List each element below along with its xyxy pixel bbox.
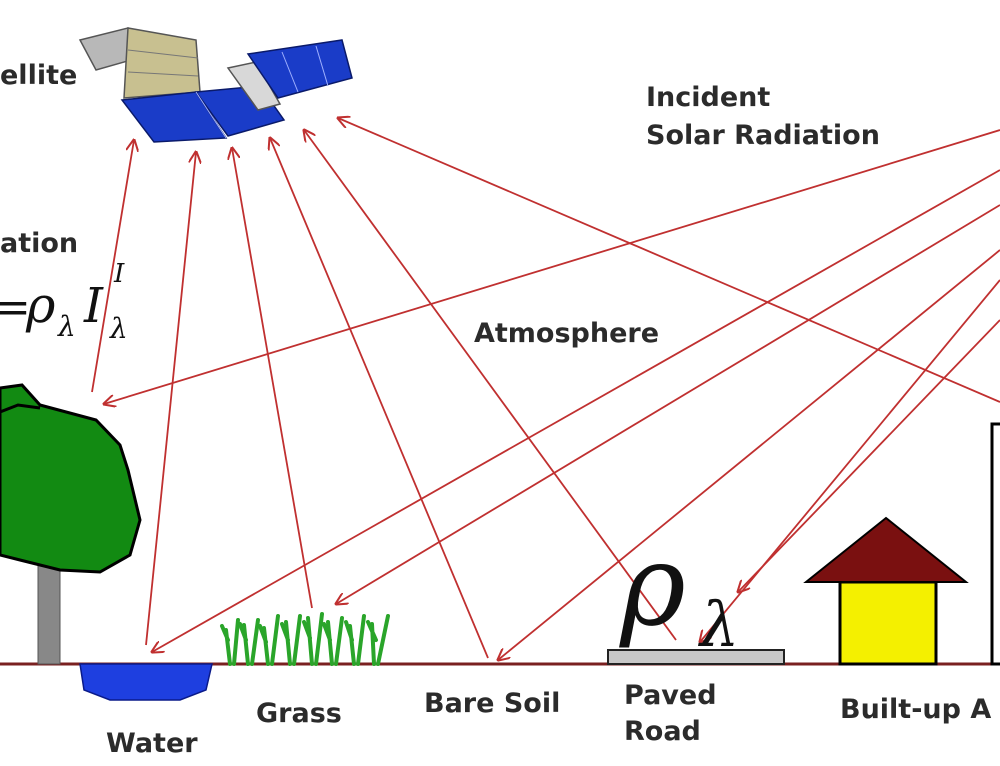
bare-soil-label: Bare Soil — [424, 688, 560, 719]
reflected-arrow-tree — [91, 140, 134, 393]
grass-label: Grass — [256, 698, 342, 729]
reflected-arrow-water — [145, 152, 196, 646]
reflected-arrow-soil — [270, 138, 489, 659]
road-lambda: λ — [697, 588, 739, 661]
reflected-arrow-grass — [232, 148, 313, 609]
satellite-icon — [78, 27, 353, 143]
incident-arrow-water — [152, 169, 1000, 652]
incident-label-line1: Incident — [646, 82, 770, 113]
equation-I-subscript: λ — [109, 312, 128, 345]
paved-road-label-line1: Paved — [624, 680, 717, 711]
equation-I: I — [83, 278, 104, 334]
incident-arrow-soil — [498, 249, 1000, 660]
incident-arrows — [104, 129, 1000, 660]
reflected-arrows — [91, 118, 1000, 659]
satellite-label: ellite — [0, 60, 77, 91]
building-icon — [990, 422, 1000, 666]
equation-I-superscript: I — [113, 259, 125, 289]
water-label: Water — [106, 728, 198, 759]
built-up-label: Built-up A — [840, 694, 991, 725]
grass-icon — [220, 612, 390, 666]
road-reflectance-symbol: ρ λ — [619, 521, 739, 661]
incident-arrow-tree — [104, 129, 1000, 404]
equation-rho-subscript: λ — [57, 310, 76, 343]
reflected-arrow-building — [338, 118, 1000, 403]
house-icon — [803, 516, 969, 666]
equation-equals: = — [0, 282, 31, 333]
tree-icon — [0, 383, 142, 665]
road-rho: ρ — [619, 521, 686, 651]
reflected-radiation-equation: = ρ λ I I λ — [0, 259, 128, 345]
paved-road-icon — [607, 649, 785, 665]
incident-arrow-house — [738, 319, 1000, 592]
reflected-arrow-road — [304, 130, 677, 641]
atmosphere-label: Atmosphere — [474, 318, 659, 349]
water-icon — [79, 663, 213, 701]
equation-rho: ρ — [25, 276, 56, 334]
incident-label-line2: Solar Radiation — [646, 120, 880, 151]
reflected-label: ation — [0, 228, 78, 259]
paved-road-label-line2: Road — [624, 716, 701, 747]
incident-arrow-grass — [336, 204, 1000, 604]
